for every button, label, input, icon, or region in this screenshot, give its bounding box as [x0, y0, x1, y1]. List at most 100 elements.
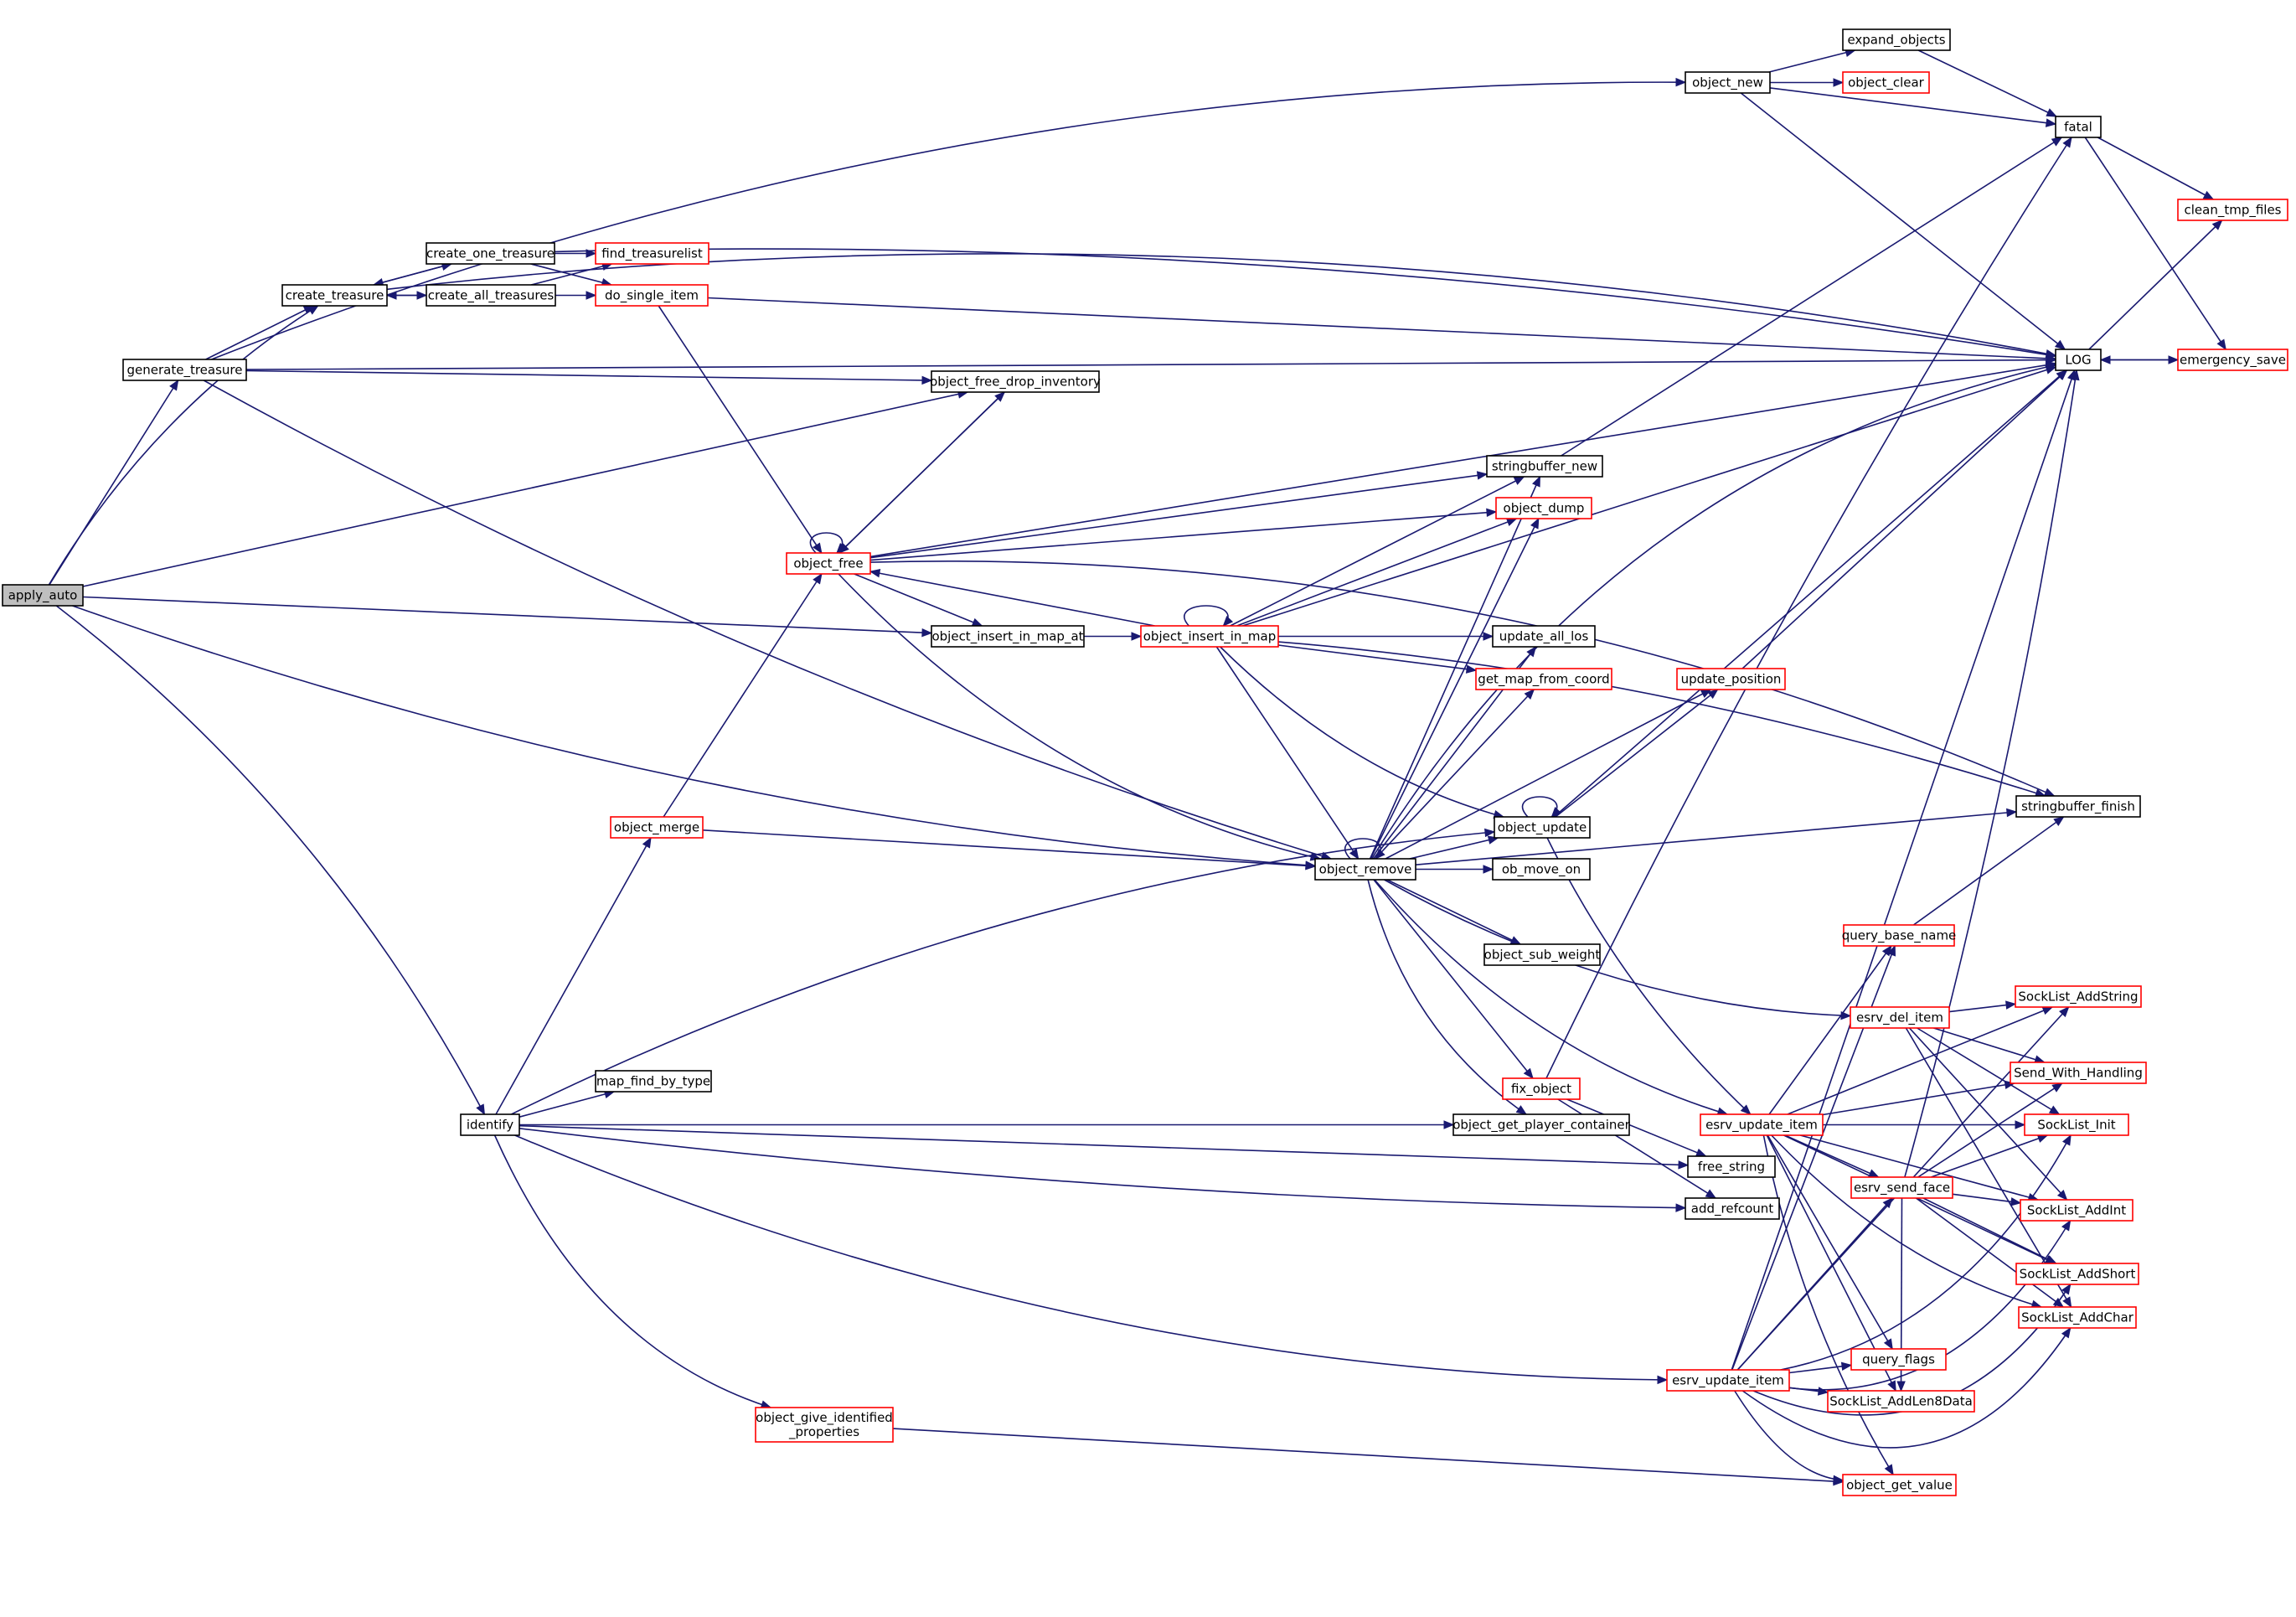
node-box[interactable]	[1827, 1390, 1975, 1413]
node-apply-auto[interactable]: apply_auto	[2, 584, 84, 607]
node-box[interactable]	[2018, 1306, 2137, 1329]
node-box[interactable]	[460, 1113, 520, 1136]
node-box[interactable]	[2015, 985, 2142, 1008]
node-SockList-AddChar[interactable]: SockList_AddChar	[2018, 1306, 2137, 1329]
node-SockList-Init[interactable]: SockList_Init	[2024, 1113, 2129, 1136]
node-box[interactable]	[1843, 924, 1955, 947]
node-object-dump[interactable]: object_dump	[1495, 497, 1592, 519]
node-box[interactable]	[1494, 816, 1591, 839]
node-object-clear[interactable]: object_clear	[1842, 71, 1930, 94]
node-box[interactable]	[2177, 199, 2288, 221]
node-object-free-drop-inventory[interactable]: object_free_drop_inventory	[930, 370, 1101, 393]
node-box[interactable]	[931, 625, 1085, 648]
node-expand-objects[interactable]: expand_objects	[1842, 28, 1951, 51]
node-object-update[interactable]: object_update	[1494, 816, 1591, 839]
node-SockList-AddInt[interactable]: SockList_AddInt	[2020, 1199, 2133, 1222]
node-ob-move-on[interactable]: ob_move_on	[1492, 858, 1591, 881]
node-map-find-by-type[interactable]: map_find_by_type	[595, 1070, 712, 1093]
node-box[interactable]	[281, 284, 388, 307]
node-query-flags[interactable]: query_flags	[1850, 1348, 1947, 1371]
node-create-treasure[interactable]: create_treasure	[281, 284, 388, 307]
node-object-free[interactable]: object_free	[786, 552, 871, 575]
node-LOG[interactable]: LOG	[2055, 349, 2102, 371]
node-box[interactable]	[755, 1407, 894, 1443]
node-box[interactable]	[1850, 1348, 1947, 1371]
node-clean-tmp-files[interactable]: clean_tmp_files	[2177, 199, 2288, 221]
node-box[interactable]	[1483, 943, 1601, 966]
node-box[interactable]	[2177, 349, 2288, 371]
node-box[interactable]	[1495, 497, 1592, 519]
node-create-all-treasures[interactable]: create_all_treasures	[426, 284, 556, 307]
node-box[interactable]	[1700, 1113, 1824, 1136]
node-box[interactable]	[1685, 71, 1771, 94]
node-object-get-value[interactable]: object_get_value	[1842, 1474, 1957, 1496]
node-stringbuffer-finish[interactable]: stringbuffer_finish	[2015, 795, 2141, 818]
node-box[interactable]	[1842, 71, 1930, 94]
node-box[interactable]	[931, 370, 1100, 393]
node-box[interactable]	[2015, 1263, 2139, 1285]
node-do-single-item[interactable]: do_single_item	[595, 284, 709, 307]
node-SockList-AddLen8Data[interactable]: SockList_AddLen8Data	[1827, 1390, 1975, 1413]
node-box[interactable]	[1842, 28, 1951, 51]
node-stringbuffer-new[interactable]: stringbuffer_new	[1486, 455, 1603, 478]
node-add-refcount[interactable]: add_refcount	[1685, 1197, 1780, 1220]
node-esrv-send-face[interactable]: esrv_send_face	[1850, 1176, 1953, 1199]
node-box[interactable]	[2015, 795, 2141, 818]
node-object-insert-in-map[interactable]: object_insert_in_map	[1140, 625, 1279, 648]
node-fix-object[interactable]: fix_object	[1502, 1077, 1581, 1100]
node-identify[interactable]: identify	[460, 1113, 520, 1136]
node-box[interactable]	[1492, 858, 1591, 881]
node-box[interactable]	[426, 242, 555, 265]
node-object-get-player-container[interactable]: object_get_player_container	[1452, 1113, 1631, 1136]
node-object-remove[interactable]: object_remove	[1314, 858, 1416, 881]
node-box[interactable]	[2020, 1199, 2133, 1222]
node-box[interactable]	[595, 284, 709, 307]
node-box[interactable]	[1475, 668, 1612, 690]
node-box[interactable]	[2, 584, 84, 607]
node-free-string[interactable]: free_string	[1687, 1155, 1776, 1178]
node-box[interactable]	[1687, 1155, 1776, 1178]
node-object-give-identified-properties[interactable]: object_give_identified_properties	[755, 1407, 894, 1443]
node-object-merge[interactable]: object_merge	[610, 816, 704, 839]
node-box[interactable]	[595, 1070, 712, 1093]
node-box[interactable]	[2055, 349, 2102, 371]
node-box[interactable]	[2010, 1062, 2147, 1084]
node-box[interactable]	[1685, 1197, 1780, 1220]
node-esrv-update-item-2[interactable]: esrv_update_item	[1666, 1369, 1790, 1392]
node-object-insert-in-map-at[interactable]: object_insert_in_map_at	[931, 625, 1085, 648]
node-box[interactable]	[610, 816, 704, 839]
node-emergency-save[interactable]: emergency_save	[2177, 349, 2288, 371]
node-box[interactable]	[2024, 1113, 2129, 1136]
node-esrv-del-item[interactable]: esrv_del_item	[1850, 1006, 1950, 1029]
node-box[interactable]	[786, 552, 871, 575]
node-box[interactable]	[1486, 455, 1603, 478]
node-generate-treasure[interactable]: generate_treasure	[122, 359, 247, 381]
node-box[interactable]	[1314, 858, 1416, 881]
node-box[interactable]	[1492, 625, 1596, 648]
node-box[interactable]	[1676, 668, 1786, 690]
node-box[interactable]	[1666, 1369, 1790, 1392]
node-create-one-treasure[interactable]: create_one_treasure	[426, 242, 555, 265]
node-find-treasurelist[interactable]: find_treasurelist	[595, 242, 709, 265]
node-query-base-name[interactable]: query_base_name	[1842, 924, 1957, 947]
node-Send-With-Handling[interactable]: Send_With_Handling	[2010, 1062, 2147, 1084]
node-SockList-AddString[interactable]: SockList_AddString	[2015, 985, 2142, 1008]
node-update-position[interactable]: update_position	[1676, 668, 1786, 690]
node-box[interactable]	[2055, 116, 2102, 138]
node-box[interactable]	[595, 242, 709, 265]
node-fatal[interactable]: fatal	[2055, 116, 2102, 138]
node-box[interactable]	[1850, 1176, 1953, 1199]
node-object-sub-weight[interactable]: object_sub_weight	[1483, 943, 1601, 966]
node-box[interactable]	[426, 284, 556, 307]
node-box[interactable]	[1502, 1077, 1581, 1100]
node-esrv-update-item-1[interactable]: esrv_update_item	[1700, 1113, 1824, 1136]
node-box[interactable]	[1842, 1474, 1957, 1496]
node-get-map-from-coord[interactable]: get_map_from_coord	[1475, 668, 1612, 690]
node-SockList-AddShort[interactable]: SockList_AddShort	[2015, 1263, 2139, 1285]
node-object-new[interactable]: object_new	[1685, 71, 1771, 94]
node-box[interactable]	[1850, 1006, 1950, 1029]
node-box[interactable]	[1452, 1113, 1630, 1136]
node-box[interactable]	[1140, 625, 1279, 648]
node-box[interactable]	[122, 359, 247, 381]
node-update-all-los[interactable]: update_all_los	[1492, 625, 1596, 648]
